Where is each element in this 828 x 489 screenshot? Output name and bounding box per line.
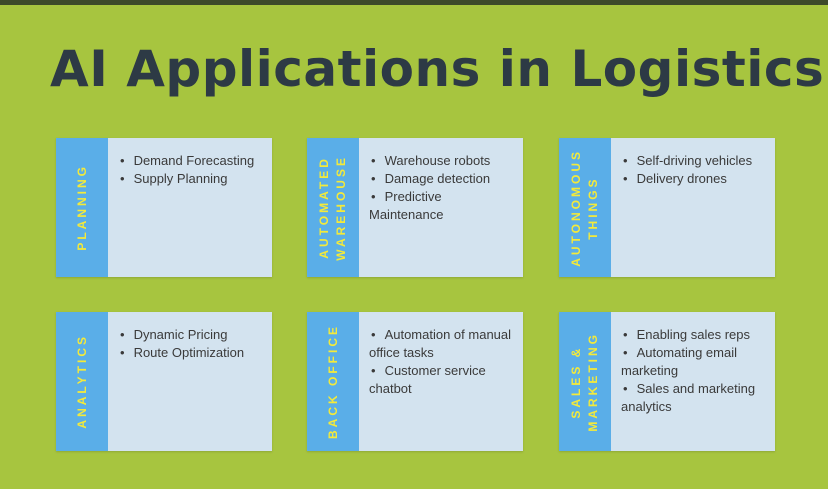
list-item: Enabling sales reps bbox=[621, 326, 769, 344]
list-item: Supply Planning bbox=[118, 170, 266, 188]
card-body: Demand Forecasting Supply Planning bbox=[108, 138, 272, 277]
list-item: Automation of manual office tasks bbox=[369, 326, 517, 362]
top-border bbox=[0, 0, 828, 5]
card-label-band: BACK OFFICE bbox=[307, 312, 359, 451]
list-item: Damage detection bbox=[369, 170, 517, 188]
card-back-office: BACK OFFICE Automation of manual office … bbox=[307, 312, 523, 451]
page-title: AI Applications in Logistics bbox=[50, 40, 825, 98]
list-item: Route Optimization bbox=[118, 344, 266, 362]
list-item: Dynamic Pricing bbox=[118, 326, 266, 344]
card-sales-marketing: SALES & MARKETING Enabling sales reps Au… bbox=[559, 312, 775, 451]
card-label-band: SALES & MARKETING bbox=[559, 312, 611, 451]
list-item: Delivery drones bbox=[621, 170, 769, 188]
card-label: BACK OFFICE bbox=[325, 324, 340, 439]
card-body: Automation of manual office tasks Custom… bbox=[359, 312, 523, 451]
card-label: PLANNING bbox=[74, 164, 89, 251]
list-item: Warehouse robots bbox=[369, 152, 517, 170]
card-label: SALES & MARKETING bbox=[569, 331, 600, 432]
list-item: Automating email marketing bbox=[621, 344, 769, 380]
card-body: Self-driving vehicles Delivery drones bbox=[611, 138, 775, 277]
card-planning: PLANNING Demand Forecasting Supply Plann… bbox=[56, 138, 272, 277]
card-label: AUTOMATED WAREHOUSE bbox=[317, 154, 348, 261]
card-label-band: AUTONOMOUS THINGS bbox=[559, 138, 611, 277]
card-label: ANALYTICS bbox=[74, 334, 89, 429]
card-label-band: ANALYTICS bbox=[56, 312, 108, 451]
card-label: AUTONOMOUS THINGS bbox=[569, 148, 600, 267]
card-automated-warehouse: AUTOMATED WAREHOUSE Warehouse robots Dam… bbox=[307, 138, 523, 277]
card-body: Dynamic Pricing Route Optimization bbox=[108, 312, 272, 451]
card-label-band: PLANNING bbox=[56, 138, 108, 277]
list-item: Predictive Maintenance bbox=[369, 188, 517, 224]
card-label-band: AUTOMATED WAREHOUSE bbox=[307, 138, 359, 277]
list-item: Demand Forecasting bbox=[118, 152, 266, 170]
card-body: Warehouse robots Damage detection Predic… bbox=[359, 138, 523, 277]
list-item: Self-driving vehicles bbox=[621, 152, 769, 170]
card-autonomous-things: AUTONOMOUS THINGS Self-driving vehicles … bbox=[559, 138, 775, 277]
card-analytics: ANALYTICS Dynamic Pricing Route Optimiza… bbox=[56, 312, 272, 451]
list-item: Sales and marketing analytics bbox=[621, 380, 769, 416]
card-body: Enabling sales reps Automating email mar… bbox=[611, 312, 775, 451]
list-item: Customer service chatbot bbox=[369, 362, 517, 398]
